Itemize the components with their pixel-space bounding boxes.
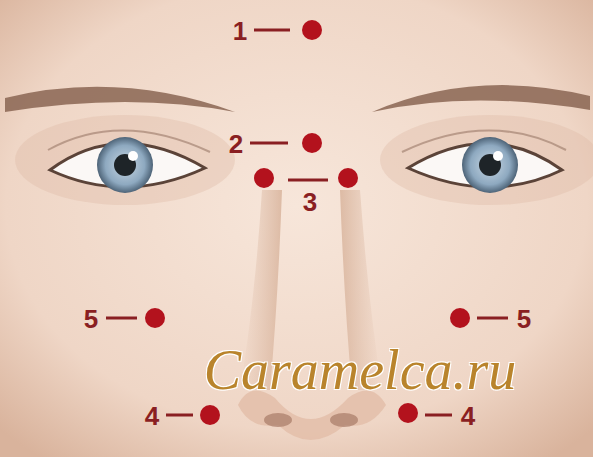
callout-number: 5 — [517, 306, 531, 332]
callout-number: 5 — [84, 306, 98, 332]
callout-number: 2 — [229, 131, 243, 157]
callout-number: 4 — [145, 403, 159, 429]
watermark: Caramelca.ru — [204, 342, 517, 398]
callout-number: 3 — [303, 189, 317, 215]
callout-number: 1 — [233, 18, 247, 44]
callout-number: 4 — [461, 403, 475, 429]
